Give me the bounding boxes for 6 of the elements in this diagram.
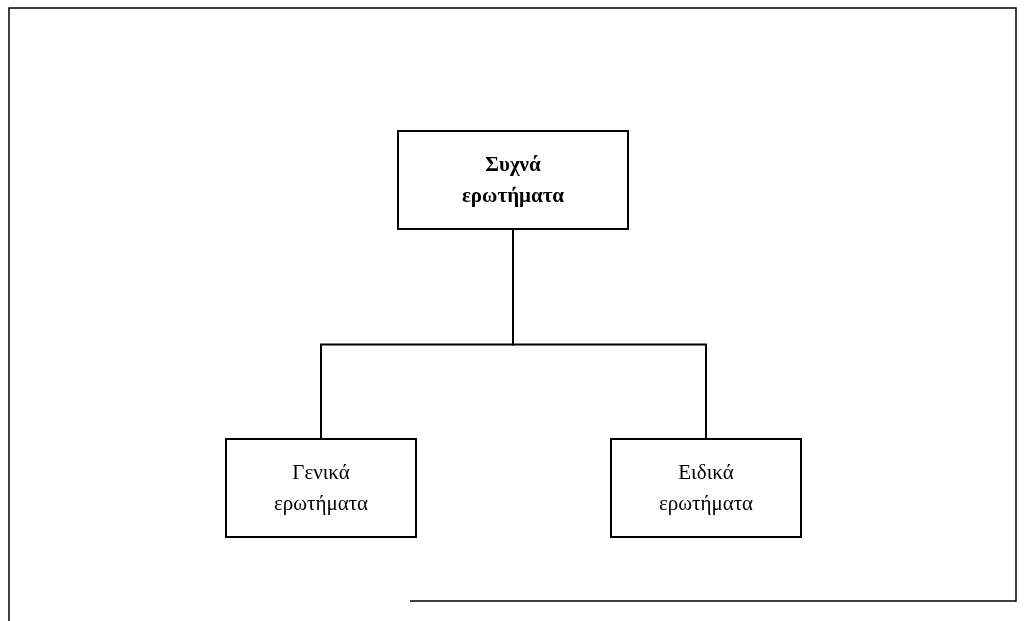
box <box>397 130 629 230</box>
node-label: Ειδικά ερωτήματα <box>657 458 755 517</box>
node-label: Γενικά ερωτήματα <box>272 458 370 517</box>
box <box>225 438 417 538</box>
box <box>610 438 802 538</box>
node-label: Συχνά ερωτήματα <box>460 150 566 209</box>
